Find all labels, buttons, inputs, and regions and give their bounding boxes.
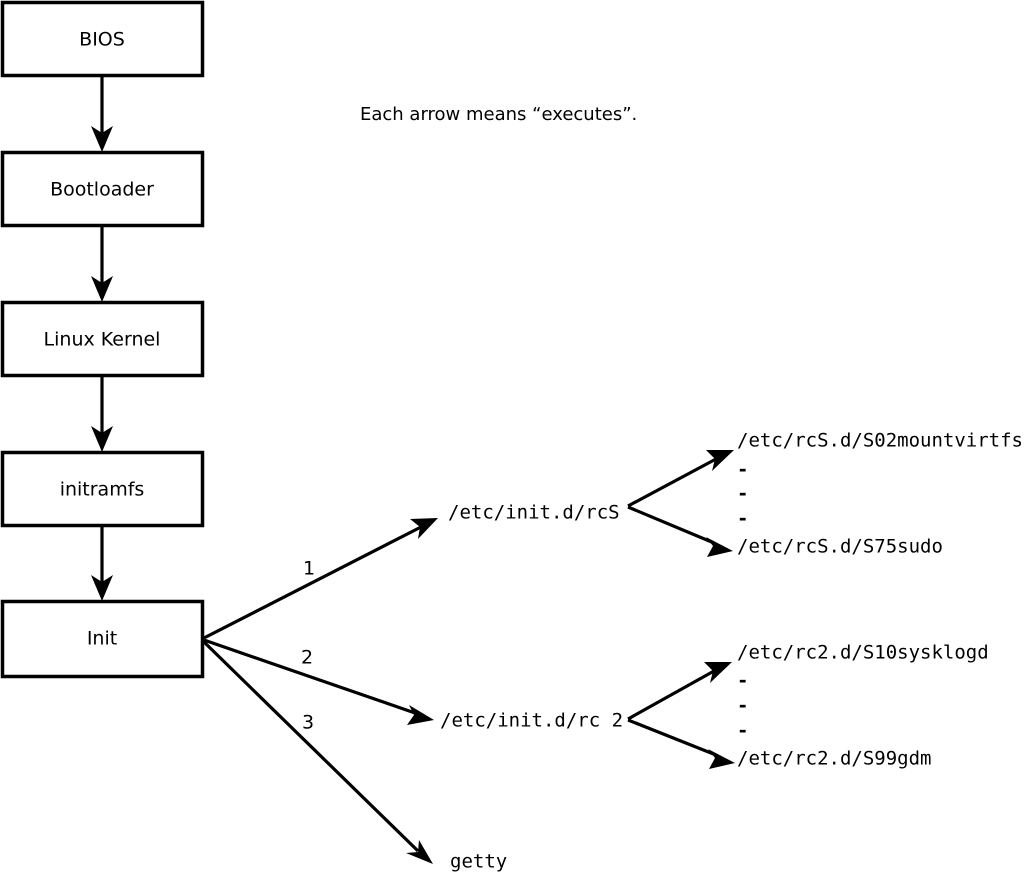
node-bios-rect[interactable] [0, 0, 205, 78]
rc2-fanout-group: /etc/rc2.d/S10sysklogd - - - /etc/rc2.d/… [627, 642, 989, 770]
arrowhead-branch-2 [407, 705, 434, 725]
arrowhead-rc2-last [708, 749, 735, 769]
branch-3: 3 [202, 640, 433, 864]
node-linux-kernel-rect[interactable] [0, 300, 205, 378]
node-bootloader-rect[interactable] [0, 150, 205, 228]
branch-2: 2 [203, 638, 434, 725]
rcs-ellipsis-dash-2: - [737, 483, 748, 505]
label-rc2-first-script[interactable]: /etc/rc2.d/S10sysklogd [737, 642, 989, 664]
arrow-bios-to-bootloader [91, 76, 113, 152]
arrowhead-branch-3 [406, 840, 433, 864]
node-bootloader[interactable]: Bootloader [0, 150, 205, 228]
label-init-d-rc2[interactable]: /etc/init.d/rc 2 [440, 710, 623, 732]
branch-3-number: 3 [302, 712, 314, 734]
arrowhead-bootloader-to-kernel [91, 276, 113, 302]
arrowhead-kernel-to-initramfs [91, 426, 113, 452]
label-rcs-last-script[interactable]: /etc/rcS.d/S75sudo [737, 536, 943, 558]
rcs-ellipsis-dash-3: - [737, 508, 748, 530]
node-init-label: Init [87, 628, 117, 650]
node-linux-kernel-label: Linux Kernel [44, 329, 161, 351]
rcs-fanout-group: /etc/rcS.d/S02mountvirtfs - - - /etc/rcS… [627, 430, 1023, 558]
arrowhead-rcs-last [706, 537, 733, 557]
rcs-arrow-last [627, 505, 733, 557]
arrowhead-bios-to-bootloader [91, 126, 113, 152]
branch-1-number: 1 [303, 558, 315, 580]
label-init-d-rcs[interactable]: /etc/init.d/rcS [448, 502, 620, 524]
arrowhead-rcs-first [706, 450, 734, 471]
node-init-rect[interactable] [0, 599, 205, 679]
label-rc2-last-script[interactable]: /etc/rc2.d/S99gdm [737, 748, 931, 770]
arrowhead-branch-1 [410, 518, 438, 539]
node-bootloader-label: Bootloader [50, 179, 154, 201]
node-initramfs[interactable]: initramfs [0, 450, 205, 528]
rc2-arrow-first [627, 662, 732, 721]
rc2-ellipsis-dash-1: - [737, 670, 748, 692]
arrow-bootloader-to-kernel [91, 226, 113, 302]
node-initramfs-label: initramfs [60, 479, 145, 501]
rc2-arrow-last [627, 718, 735, 769]
node-bios[interactable]: BIOS [0, 0, 205, 78]
middle-labels-group: /etc/init.d/rcS /etc/init.d/rc 2 getty [440, 502, 623, 873]
rc2-ellipsis-dash-2: - [737, 695, 748, 717]
boot-chain-group: BIOS Bootloader Linux Kernel initramfs I… [0, 0, 205, 679]
label-rcs-first-script[interactable]: /etc/rcS.d/S02mountvirtfs [737, 430, 1023, 452]
arrow-kernel-to-initramfs [91, 376, 113, 452]
rcs-ellipsis-dash-1: - [737, 459, 748, 481]
chain-arrows-group [91, 76, 113, 601]
node-linux-kernel[interactable]: Linux Kernel [0, 300, 205, 378]
label-getty[interactable]: getty [450, 851, 507, 873]
rc2-ellipsis-dash-3: - [737, 720, 748, 742]
rcs-arrow-first [627, 450, 734, 508]
init-branches-group: 1 2 3 [202, 518, 438, 864]
diagram-caption: Each arrow means “executes”. [360, 104, 637, 125]
branch-1: 1 [203, 518, 438, 640]
branch-2-number: 2 [301, 647, 313, 669]
node-initramfs-rect[interactable] [0, 450, 205, 528]
arrowhead-rc2-first [704, 662, 732, 683]
arrowhead-initramfs-to-init [91, 575, 113, 601]
arrow-initramfs-to-init [91, 526, 113, 601]
node-init[interactable]: Init [0, 599, 205, 679]
node-bios-label: BIOS [79, 29, 125, 51]
